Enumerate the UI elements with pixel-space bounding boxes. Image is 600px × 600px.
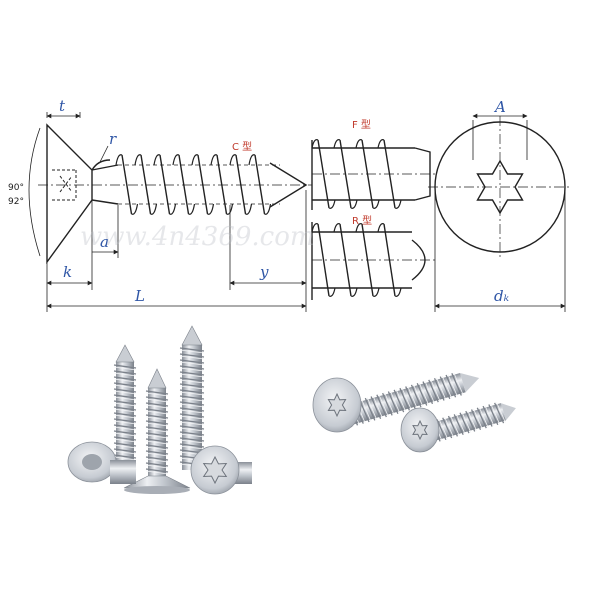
photo-right-pair — [312, 372, 516, 453]
photo-screw-lower-head — [400, 407, 440, 453]
type-labels: C 型 F 型 R 型 — [232, 118, 372, 227]
photo-screw-lying — [67, 441, 136, 484]
photo-screw-standing-1 — [113, 344, 137, 473]
photo-left-group — [67, 325, 252, 495]
type-label-f: F 型 — [352, 118, 371, 131]
technical-drawing — [28, 112, 572, 312]
dimension-labels: t r a k L y A dₖ 90° 92° — [8, 97, 510, 305]
dim-label-k: k — [63, 263, 72, 281]
type-label-c: C 型 — [232, 140, 252, 153]
angle-label-90: 90° — [8, 183, 24, 193]
photo-screw-standing-2 — [179, 325, 205, 470]
dim-label-a: a — [100, 233, 109, 251]
photo-screw-torx-head — [190, 445, 252, 495]
angle-label-92: 92° — [8, 197, 24, 207]
head-angle-arc — [28, 127, 41, 257]
photo-screw-upper-head — [312, 377, 362, 433]
head-top-view — [428, 113, 572, 312]
f-type-screw-drawing — [311, 139, 436, 210]
type-label-r: R 型 — [352, 214, 372, 227]
c-type-screw-drawing — [38, 123, 312, 265]
photo-screw-upper — [339, 372, 480, 428]
photo-screw-lower — [428, 402, 516, 442]
photo-screw-standing-3 — [123, 368, 191, 494]
dimension-lines — [46, 112, 307, 312]
dim-label-y: y — [259, 263, 269, 281]
r-type-screw-drawing — [311, 222, 436, 300]
dim-label-L: L — [134, 287, 145, 305]
watermark: www.4n4369.com — [80, 222, 315, 252]
dim-label-r: r — [109, 130, 117, 148]
dim-label-t: t — [59, 97, 66, 115]
dim-label-dk: dₖ — [494, 287, 510, 305]
dim-label-A: A — [493, 98, 506, 116]
